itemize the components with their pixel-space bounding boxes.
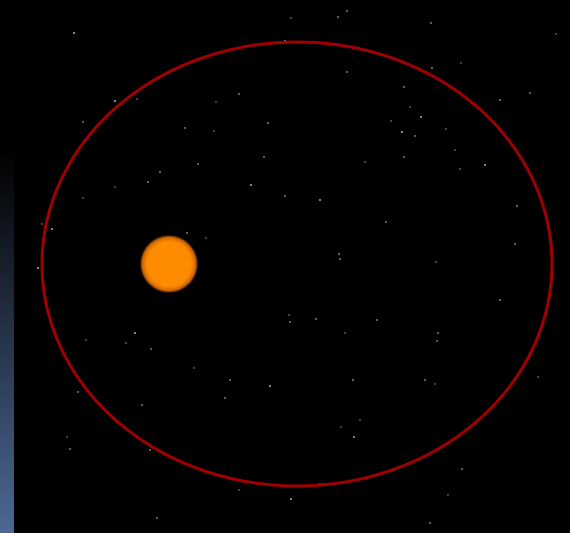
star-icon bbox=[215, 101, 216, 102]
star-icon bbox=[376, 319, 378, 321]
star-icon bbox=[344, 332, 345, 333]
star-icon bbox=[447, 494, 448, 495]
star-icon bbox=[431, 67, 433, 69]
star-icon bbox=[73, 32, 75, 34]
star-icon bbox=[390, 120, 391, 121]
stars-group bbox=[37, 10, 557, 524]
star-icon bbox=[385, 221, 386, 222]
star-icon bbox=[82, 197, 83, 198]
star-icon bbox=[346, 10, 347, 11]
star-icon bbox=[484, 164, 486, 166]
star-icon bbox=[125, 342, 126, 343]
star-icon bbox=[337, 16, 339, 18]
star-icon bbox=[437, 332, 439, 334]
star-icon bbox=[51, 228, 53, 230]
star-icon bbox=[159, 171, 161, 173]
star-icon bbox=[414, 135, 415, 136]
star-icon bbox=[346, 71, 347, 72]
star-icon bbox=[499, 99, 501, 101]
star-icon bbox=[461, 468, 463, 470]
star-icon bbox=[184, 127, 185, 128]
star-icon bbox=[37, 267, 39, 269]
star-icon bbox=[460, 62, 461, 63]
star-icon bbox=[250, 184, 252, 186]
star-icon bbox=[267, 122, 269, 124]
star-icon bbox=[41, 223, 42, 224]
star-icon bbox=[136, 98, 137, 99]
star-icon bbox=[290, 498, 292, 500]
star-icon bbox=[436, 340, 437, 341]
star-icon bbox=[224, 397, 225, 398]
star-icon bbox=[141, 404, 143, 406]
star-icon bbox=[403, 156, 404, 157]
star-icon bbox=[290, 17, 291, 18]
star-icon bbox=[205, 237, 206, 238]
star-icon bbox=[114, 100, 116, 102]
star-icon bbox=[353, 436, 355, 438]
star-icon bbox=[555, 33, 556, 34]
star-icon bbox=[319, 199, 321, 201]
star-icon bbox=[445, 128, 446, 129]
star-icon bbox=[229, 379, 230, 380]
star-icon bbox=[516, 205, 518, 207]
star-icon bbox=[114, 186, 115, 187]
star-icon bbox=[263, 156, 265, 158]
star-icon bbox=[429, 522, 431, 524]
star-icon bbox=[197, 163, 198, 164]
star-icon bbox=[82, 121, 83, 122]
star-icon bbox=[430, 22, 431, 23]
star-icon bbox=[529, 92, 530, 93]
star-icon bbox=[238, 489, 239, 490]
star-icon bbox=[420, 116, 422, 118]
star-icon bbox=[134, 332, 136, 334]
star-icon bbox=[434, 383, 435, 384]
star-icon bbox=[409, 106, 410, 107]
star-icon bbox=[315, 318, 316, 319]
star-icon bbox=[77, 391, 78, 392]
star-icon bbox=[359, 419, 360, 420]
star-icon bbox=[499, 299, 501, 301]
star-icon bbox=[213, 130, 214, 131]
star-icon bbox=[364, 161, 365, 162]
orbit-ellipse-icon bbox=[42, 42, 552, 486]
star-icon bbox=[193, 367, 194, 368]
star-icon bbox=[514, 243, 515, 244]
star-icon bbox=[424, 379, 425, 380]
star-icon bbox=[147, 181, 148, 182]
star-icon bbox=[537, 376, 538, 377]
star-icon bbox=[66, 436, 67, 437]
star-icon bbox=[238, 93, 239, 94]
star-icon bbox=[85, 339, 86, 340]
star-icon bbox=[401, 131, 403, 133]
star-icon bbox=[156, 517, 157, 518]
sun-icon bbox=[141, 236, 197, 292]
star-icon bbox=[459, 168, 460, 169]
star-icon bbox=[352, 379, 354, 381]
star-icon bbox=[403, 86, 404, 87]
star-icon bbox=[340, 426, 341, 427]
star-icon bbox=[186, 232, 187, 233]
star-icon bbox=[150, 348, 151, 349]
star-icon bbox=[269, 385, 271, 387]
star-icon bbox=[69, 448, 70, 449]
star-icon bbox=[149, 449, 150, 450]
star-icon bbox=[339, 258, 340, 259]
star-icon bbox=[338, 253, 340, 255]
star-icon bbox=[288, 314, 289, 315]
star-icon bbox=[284, 195, 285, 196]
star-icon bbox=[289, 321, 290, 322]
star-icon bbox=[435, 261, 436, 262]
star-icon bbox=[454, 149, 455, 150]
